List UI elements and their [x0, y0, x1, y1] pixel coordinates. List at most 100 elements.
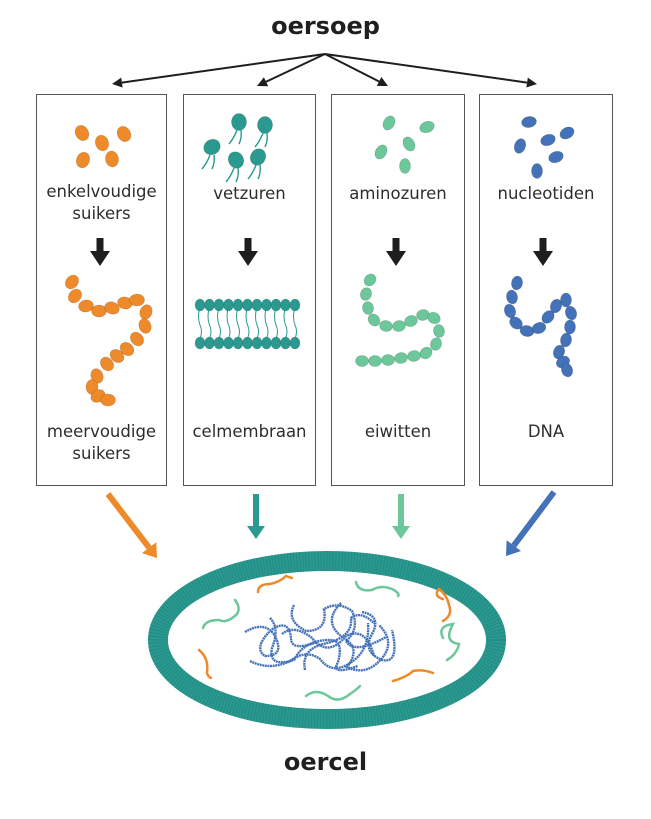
sugar-polymer-bead [91, 304, 107, 318]
down-arrow-shaft [392, 238, 400, 252]
down-arrow-shaft [244, 238, 252, 252]
protein-bead [392, 320, 406, 332]
fatty-acid-head [249, 148, 267, 166]
sugar-polymer-bead [90, 368, 104, 384]
cell-dna-strand [244, 624, 318, 658]
arrow-nucleotiden-shaft [511, 490, 557, 548]
sugar-monomer [75, 151, 91, 169]
down-arrow-head [386, 251, 406, 266]
membrane-head-bottom [204, 336, 215, 350]
nucleotide-monomer [548, 150, 564, 164]
membrane-tail [245, 306, 250, 340]
membrane-head-bottom [223, 336, 234, 350]
membrane-head-top [213, 298, 225, 312]
cell-strand [440, 622, 461, 662]
polymers [64, 273, 578, 407]
protein-bead [433, 324, 445, 338]
dna-bead [531, 321, 547, 335]
dna-bead [506, 289, 518, 305]
label-dna: DNA [527, 422, 565, 441]
sugar-polymer-bead [78, 299, 94, 313]
protein-bead [394, 352, 408, 364]
dna-bead [549, 298, 563, 314]
protein-bead [367, 313, 381, 327]
nucleotide-monomer [540, 133, 556, 147]
black-down-arrows [90, 238, 553, 266]
protein-bead [381, 354, 395, 366]
down-arrow-head [238, 251, 258, 266]
protein-bead [407, 350, 421, 362]
sugar-monomer [94, 134, 110, 152]
arrow-suikers-shaft [105, 492, 152, 550]
column-aminozuren: aminozuren eiwitten [331, 94, 465, 486]
membrane-head-bottom [280, 336, 291, 350]
fatty-acid-tail [201, 154, 215, 170]
membrane-head-bottom [251, 336, 263, 350]
label-meervoudige-suikers: meervoudige suikers [46, 422, 157, 463]
membrane-head-bottom [232, 336, 244, 350]
membrane-tail [217, 306, 221, 340]
membrane-head-bottom [261, 336, 272, 350]
nucleotide-monomer [521, 116, 537, 128]
nucleotide-monomer [531, 163, 543, 179]
cell-dna-strand [249, 622, 370, 670]
fatty-acid-tail [247, 164, 261, 180]
sugar-monomer [116, 125, 132, 143]
cell-strand [391, 669, 435, 683]
protein-bead [419, 346, 433, 360]
cell-strand [435, 587, 452, 623]
protein-bead [429, 337, 443, 351]
cell-dna-strand [330, 602, 390, 672]
sugar-polymer-bead [104, 301, 120, 315]
amino-acid-monomer [402, 136, 416, 152]
fatty-acid-head [203, 138, 221, 156]
branch-arrowhead [376, 77, 388, 86]
membrane-head-top [251, 298, 263, 312]
arrow-nucleotiden-head [506, 540, 521, 556]
sugar-polymer-bead [99, 356, 115, 372]
sugar-polymer-bead [129, 293, 145, 307]
cell-membrane-texture [148, 551, 506, 729]
cell-dna-strand [269, 617, 359, 672]
branch-arrows [112, 53, 537, 88]
membrane-head-top [204, 298, 215, 312]
protein-bead [404, 314, 418, 328]
cell-strand [354, 580, 400, 598]
branch-arrow-line [121, 53, 326, 84]
fatty-acid-head [231, 113, 247, 131]
protein-bead [368, 355, 382, 367]
membrane-tail [264, 306, 269, 340]
nucleotide-monomer [513, 138, 527, 154]
membrane-head-top [261, 298, 272, 312]
cell-dna-strand [281, 628, 376, 657]
branch-arrowhead [112, 77, 123, 88]
protein-bead [427, 311, 441, 325]
membrane-head-top [223, 298, 234, 312]
branch-arrow-line [324, 53, 528, 84]
label-vetzuren: vetzuren [213, 184, 286, 203]
column-vetzuren: vetzuren celmembraan [183, 94, 316, 486]
down-arrow-shaft [539, 238, 547, 252]
title-oersoep: oersoep [271, 12, 380, 40]
sugar-polymer-bead [109, 348, 125, 364]
dna-bead [560, 362, 574, 378]
membrane-head-bottom [213, 336, 225, 350]
cell-dna-strand [303, 613, 376, 671]
membrane-head-top [289, 298, 301, 312]
membrane-tail [207, 306, 212, 340]
sugar-polymer-bead [129, 331, 145, 347]
cell-strand [304, 684, 362, 701]
sugar-polymer-bead [64, 274, 80, 290]
amino-acid-monomer [382, 115, 396, 131]
dna-bead [564, 319, 576, 335]
amino-acid-monomer [399, 158, 411, 174]
sugar-polymer-bead [100, 393, 116, 407]
dna-bead [560, 292, 572, 308]
column-nucleotiden: nucleotiden DNA [479, 94, 613, 486]
arrow-suikers-head [141, 542, 157, 558]
sugar-polymer-bead [67, 288, 83, 304]
dna-bead [564, 305, 578, 321]
down-arrow-head [90, 251, 110, 266]
sugar-polymer-bead [138, 318, 152, 334]
membrane-head-bottom [270, 336, 282, 350]
